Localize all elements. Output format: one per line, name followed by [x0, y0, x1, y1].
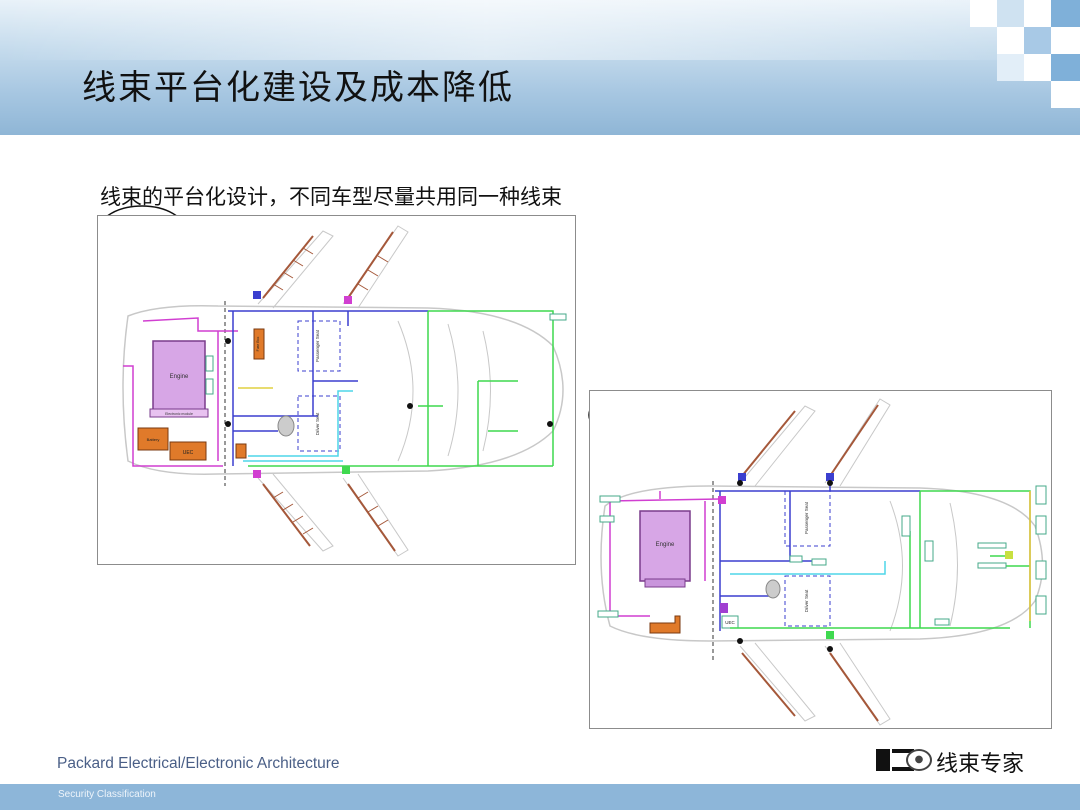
wechat-icon: ● — [906, 749, 932, 771]
harness-diagram-right: Engine UEC Passenger Seat Driver Seat — [589, 390, 1052, 729]
driver-seat-label-left: Driver Seat — [315, 412, 320, 435]
header-sheen — [0, 0, 1080, 60]
engine-label: Engine — [170, 374, 189, 380]
slide-subtitle: 线束的平台化设计，不同车型尽量共用同一种线束 — [100, 185, 562, 209]
footer-architecture-text: Packard Electrical/Electronic Architectu… — [57, 755, 340, 772]
passenger-seat-label-left: Passenger Seat — [315, 329, 320, 362]
passenger-seat-label-right: Passenger Seat — [804, 501, 809, 534]
logo-mark — [892, 749, 914, 771]
page-title: 线束平台化建设及成本降低 — [82, 68, 514, 108]
harness-diagram-left: Engine Electronic module Battery UEC Fus… — [97, 215, 576, 565]
bottom-bar — [0, 784, 1080, 810]
header-band — [0, 0, 1080, 135]
engine-sub-label: Electronic module — [165, 412, 193, 416]
logo-mark — [876, 749, 890, 771]
security-classification: Security Classification — [58, 789, 156, 800]
engine-label-right: Engine — [656, 542, 675, 548]
uec-label-left: UEC — [183, 450, 194, 456]
checkerboard-decoration — [970, 0, 1080, 108]
battery-label: Battery — [147, 437, 160, 442]
driver-seat-label-right: Driver Seat — [804, 589, 809, 612]
fuse-box-label: Fuse Box — [256, 336, 260, 351]
car-harness-drawing: Engine UEC Passenger Seat Driver Seat — [597, 398, 1047, 726]
uec-label-right: UEC — [725, 620, 735, 625]
watermark-text: 线束专家 — [936, 752, 1025, 777]
watermark-logo: ● 线束专家 — [876, 741, 1056, 783]
car-harness-drawing: Engine Electronic module Battery UEC Fus… — [122, 225, 567, 557]
